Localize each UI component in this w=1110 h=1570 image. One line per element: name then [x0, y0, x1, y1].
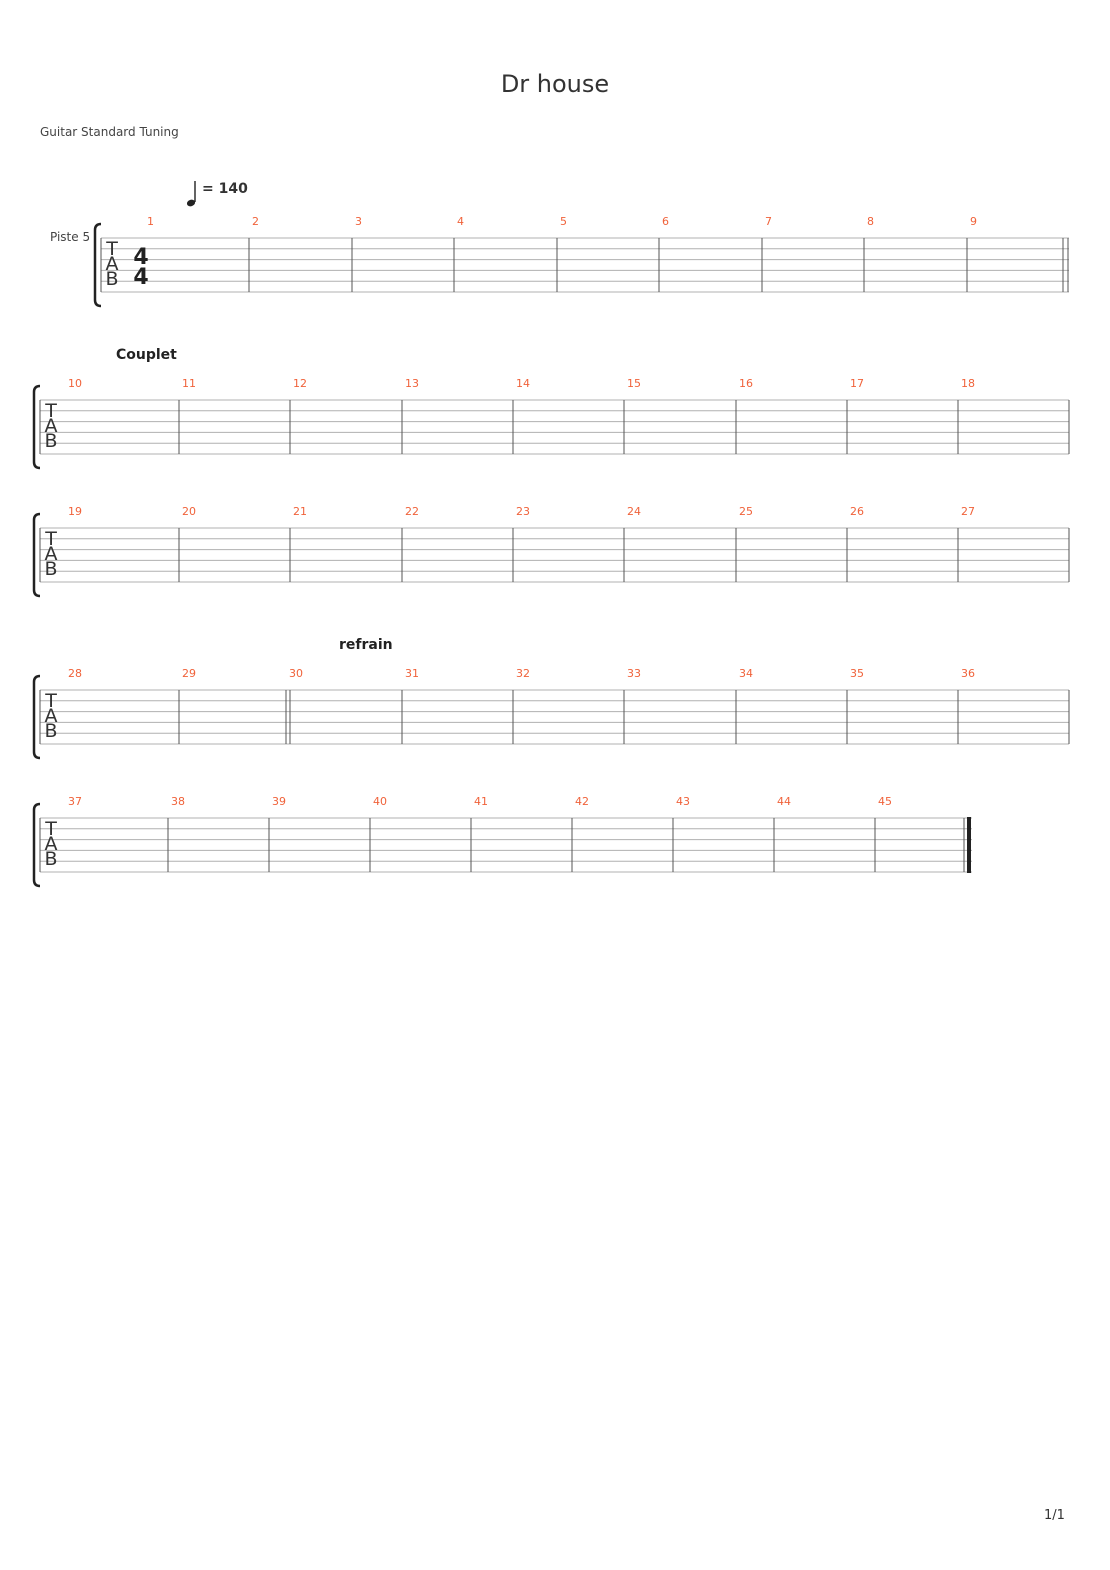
measure-number: 13	[405, 377, 419, 390]
measure-number: 25	[739, 505, 753, 518]
measure-number: 4	[457, 215, 464, 228]
measure-number: 33	[627, 667, 641, 680]
measure-number: 34	[739, 667, 753, 680]
measure-number: 22	[405, 505, 419, 518]
tab-clef-letter: A	[106, 253, 119, 275]
measure-number: 35	[850, 667, 864, 680]
section-label: refrain	[339, 637, 393, 653]
measure-number: 8	[867, 215, 874, 228]
measure-number: 45	[878, 795, 892, 808]
measure-number: 17	[850, 377, 864, 390]
measure-number: 39	[272, 795, 286, 808]
tab-clef-letter: T	[105, 238, 118, 260]
measure-number: 44	[777, 795, 791, 808]
measure-number: 14	[516, 377, 530, 390]
time-signature-denominator: 4	[133, 265, 148, 290]
tab-clef-letter: T	[44, 400, 57, 422]
score-title: Dr house	[500, 70, 610, 98]
measure-number: 15	[627, 377, 641, 390]
tab-system: TAB 37 38 39 40 41 42 43 44 45	[32, 795, 972, 888]
tab-clef-letter: A	[45, 415, 58, 437]
system-bracket	[32, 674, 41, 760]
measure-number: 42	[575, 795, 589, 808]
measure-number: 41	[474, 795, 488, 808]
measure-number: 28	[68, 667, 82, 680]
measure-number: 36	[961, 667, 975, 680]
time-signature-numerator: 4	[133, 245, 148, 270]
measure-number: 24	[627, 505, 641, 518]
measure-number: 38	[171, 795, 185, 808]
page-number: 1/1	[1044, 1508, 1065, 1523]
measure-number: 23	[516, 505, 530, 518]
tab-clef-letter: A	[45, 543, 58, 565]
measure-number: 20	[182, 505, 196, 518]
tab-clef-letter: B	[44, 848, 57, 870]
tempo-marking: = 140	[202, 181, 248, 197]
system-bracket	[93, 222, 102, 308]
system-bracket	[32, 512, 41, 598]
measure-number: 32	[516, 667, 530, 680]
final-barline	[967, 817, 971, 873]
tab-clef-letter: A	[45, 833, 58, 855]
measure-number: 18	[961, 377, 975, 390]
tab-clef-letter: T	[44, 818, 57, 840]
system-bracket	[32, 384, 41, 470]
measure-number: 37	[68, 795, 82, 808]
measure-number: 5	[560, 215, 567, 228]
tab-system: TAB 19 20 21 22 23 24 25 26 27	[32, 505, 1070, 598]
measure-number: 16	[739, 377, 753, 390]
measure-number: 26	[850, 505, 864, 518]
measure-number: 40	[373, 795, 387, 808]
tab-clef-letter: B	[105, 268, 118, 290]
tab-clef-letter: B	[44, 720, 57, 742]
measure-number: 31	[405, 667, 419, 680]
tab-clef-letter: B	[44, 558, 57, 580]
tuning-label: Guitar Standard Tuning	[40, 125, 179, 139]
measure-number: 1	[147, 215, 154, 228]
measure-number: 9	[970, 215, 977, 228]
measure-number: 7	[765, 215, 772, 228]
measure-number: 6	[662, 215, 669, 228]
section-label: Couplet	[116, 347, 177, 363]
system-bracket	[32, 802, 41, 888]
measure-number: 11	[182, 377, 196, 390]
measure-number: 12	[293, 377, 307, 390]
track-name: Piste 5	[50, 230, 90, 244]
measure-number: 10	[68, 377, 82, 390]
tab-system: TAB Couplet 10 11 12 13 14 15 16 17 18	[32, 347, 1070, 470]
measure-number: 43	[676, 795, 690, 808]
measure-number: 19	[68, 505, 82, 518]
measure-number: 21	[293, 505, 307, 518]
tab-clef-letter: T	[44, 690, 57, 712]
measure-number: 29	[182, 667, 196, 680]
measure-number: 27	[961, 505, 975, 518]
tab-clef-letter: B	[44, 430, 57, 452]
tab-clef-letter: T	[44, 528, 57, 550]
quarter-note-icon	[186, 199, 196, 207]
measure-number: 30	[289, 667, 303, 680]
measure-number: 2	[252, 215, 259, 228]
tab-clef-letter: A	[45, 705, 58, 727]
measure-number: 3	[355, 215, 362, 228]
